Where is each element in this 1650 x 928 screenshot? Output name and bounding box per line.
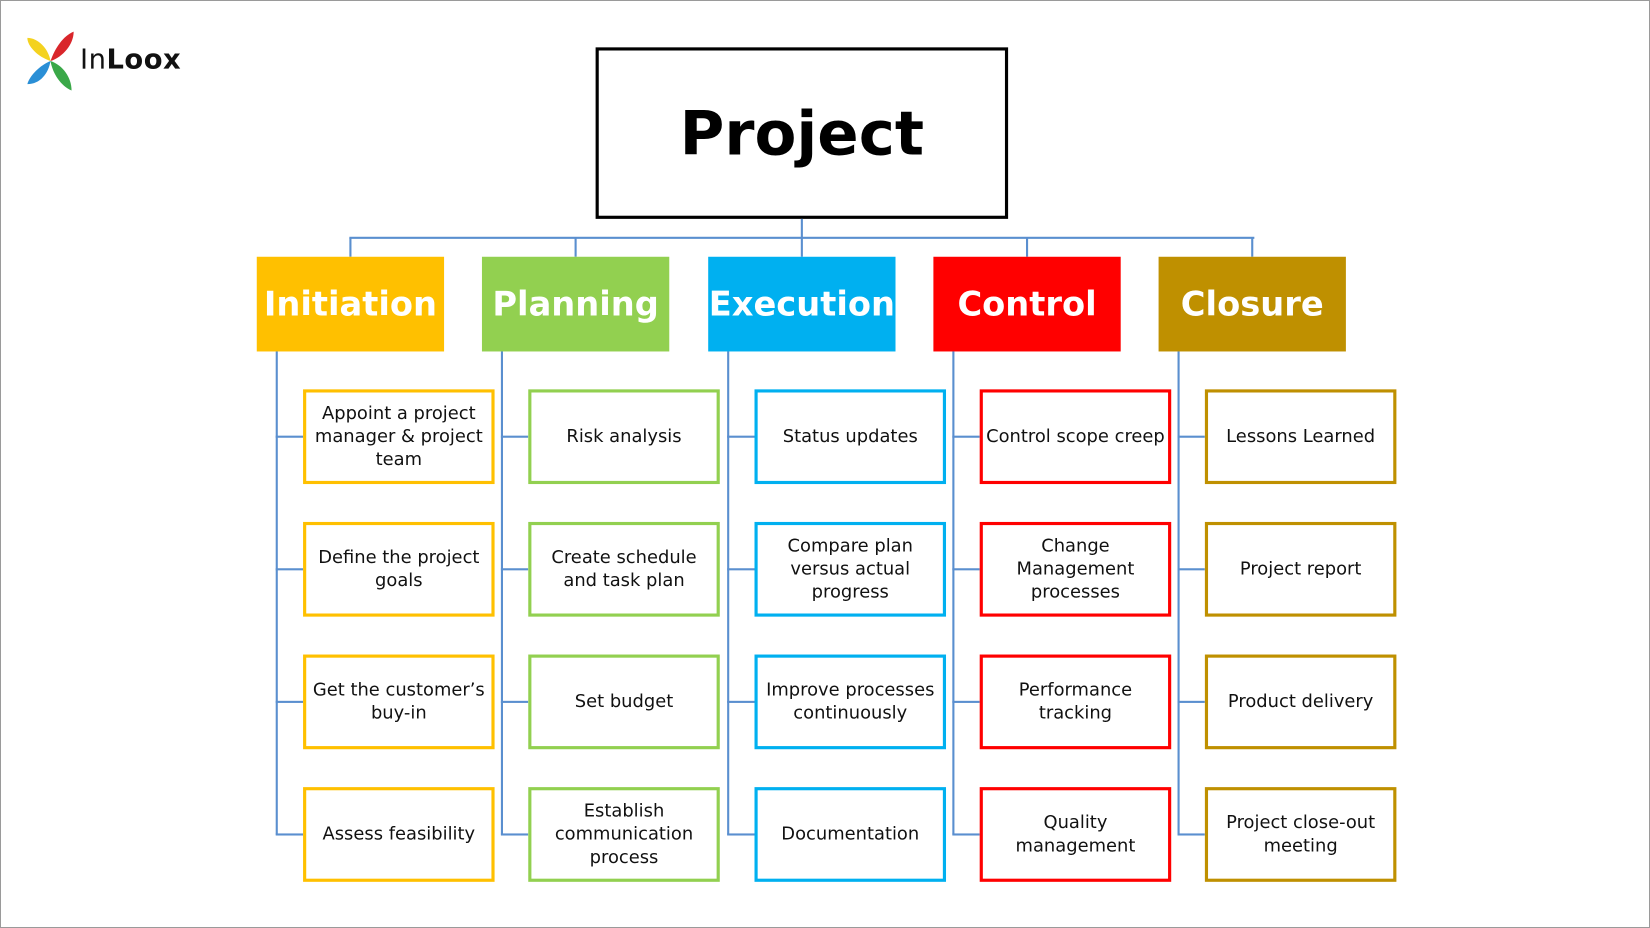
connector-phase-drop bbox=[800, 237, 803, 257]
task-box: Set budget bbox=[528, 654, 720, 750]
task-box: Product delivery bbox=[1204, 654, 1397, 750]
task-box: Compare plan versus actual progress bbox=[754, 521, 947, 617]
task-box: Control scope creep bbox=[979, 389, 1172, 485]
task-box: Performance tracking bbox=[979, 654, 1172, 750]
connector-phase-vertical bbox=[727, 351, 730, 835]
connector-child bbox=[500, 833, 529, 836]
project-title: Project bbox=[679, 97, 925, 169]
task-box: Documentation bbox=[754, 787, 947, 882]
connector-phase-drop bbox=[1025, 237, 1029, 257]
task-box: Create schedule and task plan bbox=[528, 521, 720, 617]
task-box: Appoint a project manager & project team bbox=[303, 389, 495, 485]
project-root-box: Project bbox=[595, 47, 1009, 219]
connector-phase-vertical bbox=[275, 351, 278, 835]
task-box: Define the project goals bbox=[303, 521, 495, 617]
phase-initiation: Initiation bbox=[256, 256, 445, 352]
task-box: Improve processes continuously bbox=[754, 654, 947, 750]
connector-child bbox=[952, 568, 980, 571]
phase-closure: Closure bbox=[1158, 256, 1346, 352]
phase-control: Control bbox=[933, 256, 1121, 352]
connector-child bbox=[952, 700, 980, 703]
connector-child bbox=[1177, 833, 1205, 836]
connector-child bbox=[275, 700, 304, 703]
task-box: Establish communication process bbox=[528, 787, 720, 882]
connector-child bbox=[1177, 568, 1205, 571]
connector-child bbox=[500, 568, 529, 571]
inloox-wordmark: InLoox bbox=[79, 44, 182, 76]
connector-child bbox=[727, 700, 755, 703]
connector-root-down bbox=[800, 218, 803, 238]
connector-child bbox=[952, 435, 980, 438]
connector-child bbox=[952, 833, 980, 836]
task-box: Status updates bbox=[754, 389, 947, 485]
task-box: Project report bbox=[1204, 521, 1397, 617]
phase-planning: Planning bbox=[481, 256, 670, 352]
connector-child bbox=[1177, 700, 1205, 703]
connector-phase-drop bbox=[574, 237, 577, 257]
inloox-flower-icon bbox=[27, 31, 74, 91]
connector-phase-vertical bbox=[500, 351, 503, 835]
connector-child bbox=[275, 833, 304, 836]
task-box: Quality management bbox=[979, 787, 1172, 882]
task-box: Lessons Learned bbox=[1204, 389, 1397, 485]
connector-child bbox=[500, 435, 529, 438]
connector-child bbox=[1177, 435, 1205, 438]
connector-child bbox=[727, 435, 755, 438]
task-box: Change Management processes bbox=[979, 521, 1172, 617]
connector-child bbox=[275, 435, 304, 438]
task-box: Get the customer’s buy-in bbox=[303, 654, 495, 750]
connector-phase-drop bbox=[1251, 237, 1254, 257]
connector-child bbox=[500, 700, 529, 703]
inloox-logo: InLoox bbox=[23, 29, 202, 92]
task-box: Risk analysis bbox=[528, 389, 720, 485]
task-box: Assess feasibility bbox=[303, 787, 495, 882]
connector-phase-drop bbox=[349, 237, 352, 257]
task-box: Project close-out meeting bbox=[1204, 787, 1397, 882]
connector-phase-vertical bbox=[952, 351, 955, 835]
connector-child bbox=[727, 568, 755, 571]
connector-child bbox=[727, 833, 755, 836]
phase-execution: Execution bbox=[708, 256, 896, 352]
connector-phase-vertical bbox=[1177, 351, 1180, 835]
connector-child bbox=[275, 568, 304, 571]
